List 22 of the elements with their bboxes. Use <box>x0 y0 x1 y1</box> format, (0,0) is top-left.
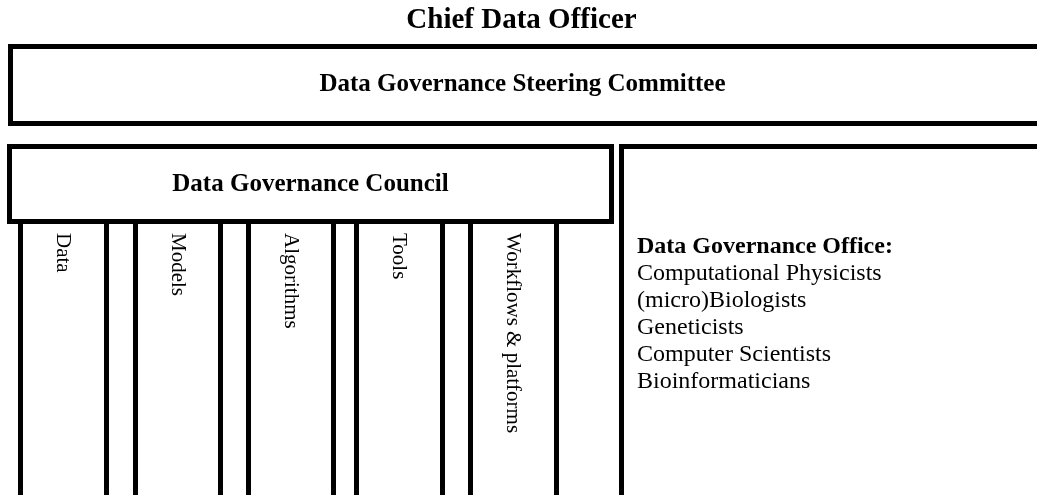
box-title: Data Governance Steering Committee <box>318 69 727 97</box>
box-title: Data Governance Council <box>171 169 450 197</box>
column-box <box>246 224 336 495</box>
committee-box <box>8 44 1037 126</box>
column-box <box>133 224 223 495</box>
column-box <box>354 224 445 495</box>
member-item: (micro)Biologists <box>637 286 808 313</box>
member-item: Computational Physicists <box>637 259 883 286</box>
member-item: Geneticists <box>637 313 745 340</box>
council-box <box>7 144 614 224</box>
column-box <box>468 224 559 495</box>
column-box <box>18 224 109 495</box>
office-box <box>619 144 1037 495</box>
member-item: Computer Scientists <box>637 340 832 367</box>
box-title: Data Governance Office: <box>637 232 894 259</box>
column-label: Workflows & platforms <box>503 233 524 434</box>
column-label: Tools <box>389 233 410 280</box>
member-item: Bioinformaticians <box>637 367 812 394</box>
column-label: Data <box>53 233 74 273</box>
column-label: Algorithms <box>280 233 302 329</box>
column-label: Models <box>167 233 189 296</box>
diagram-title: Chief Data Officer <box>405 2 638 35</box>
